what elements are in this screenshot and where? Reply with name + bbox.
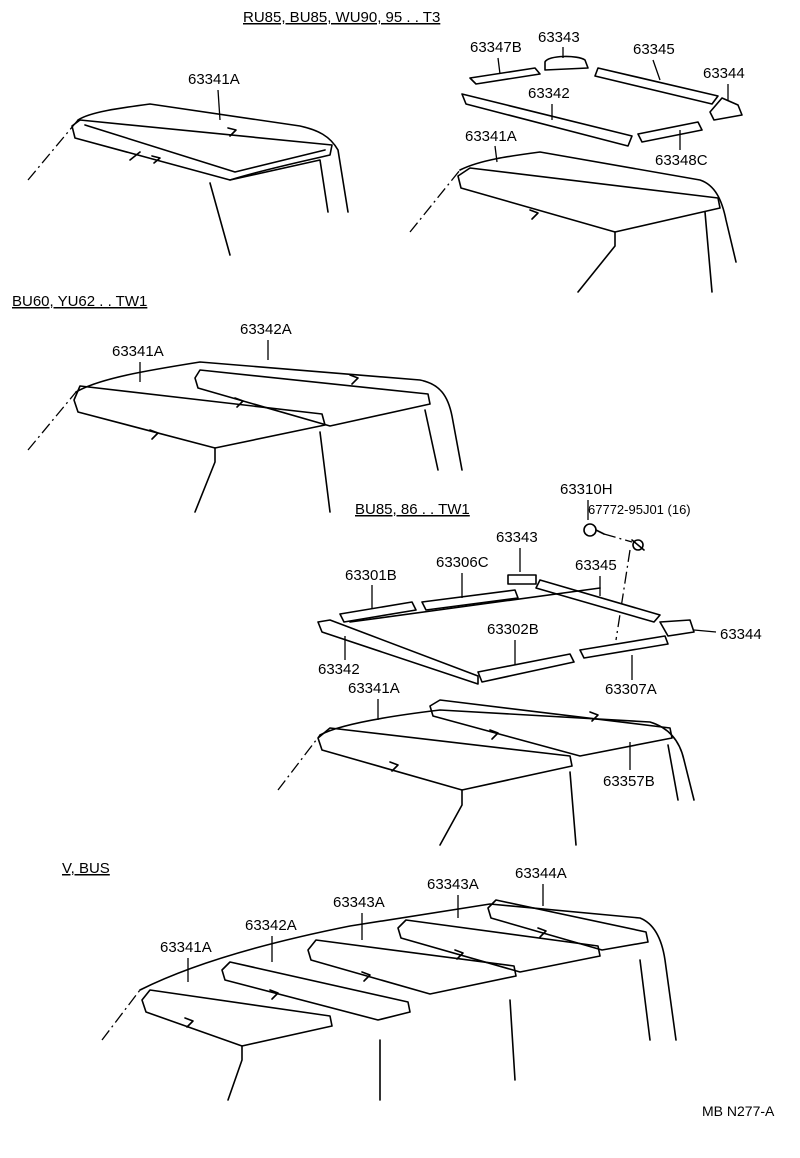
label-63343A-1: 63343A bbox=[427, 876, 479, 893]
clip-icon bbox=[631, 539, 645, 551]
label-63344-s3: 63344 bbox=[720, 626, 762, 643]
label-63345-s3: 63345 bbox=[575, 557, 617, 574]
section-1-header: RU85, BU85, WU90, 95 . . T3 bbox=[243, 9, 440, 26]
connector-line bbox=[603, 533, 633, 543]
leader-line bbox=[494, 145, 498, 163]
label-63341A-s3: 63341A bbox=[348, 680, 400, 697]
label-63347B: 63347B bbox=[470, 39, 522, 56]
label-63342A-s4: 63342A bbox=[245, 917, 297, 934]
section-4-header: V, BUS bbox=[62, 860, 110, 877]
label-63302B: 63302B bbox=[487, 621, 539, 638]
label-63301B: 63301B bbox=[345, 567, 397, 584]
label-63310H: 63310H bbox=[560, 481, 613, 498]
leader-line bbox=[217, 89, 221, 121]
label-63342-s1: 63342 bbox=[528, 85, 570, 102]
label-63341A-s1: 63341A bbox=[188, 71, 240, 88]
label-63343-s3: 63343 bbox=[496, 529, 538, 546]
label-63357B: 63357B bbox=[603, 773, 655, 790]
section-1-right-exploded bbox=[409, 55, 743, 293]
section-3-header: BU85, 86 . . TW1 bbox=[355, 501, 470, 518]
section-3-roof bbox=[277, 699, 695, 846]
section-4-roof bbox=[101, 899, 677, 1101]
section-1-left-roof bbox=[27, 103, 349, 256]
label-63341A-s2: 63341A bbox=[112, 343, 164, 360]
diagram-code: MB N277-A bbox=[702, 1103, 775, 1119]
label-63343-s1: 63343 bbox=[538, 29, 580, 46]
label-63306C: 63306C bbox=[436, 554, 489, 571]
leader-line bbox=[652, 59, 661, 81]
section-3-exploded-parts bbox=[317, 574, 695, 685]
section-2-header: BU60, YU62 . . TW1 bbox=[12, 293, 147, 310]
label-63348C: 63348C bbox=[655, 152, 708, 169]
label-63307A: 63307A bbox=[605, 681, 657, 698]
connector-line bbox=[615, 549, 631, 641]
label-67772-95J01: 67772-95J01 (16) bbox=[588, 502, 691, 517]
label-63345-s1: 63345 bbox=[633, 41, 675, 58]
label-63342A-s2: 63342A bbox=[240, 321, 292, 338]
section-2-roof bbox=[27, 361, 463, 513]
label-63342-s3: 63342 bbox=[318, 661, 360, 678]
rivet-icon bbox=[583, 523, 605, 537]
label-63344-s1: 63344 bbox=[703, 65, 745, 82]
label-63343A-2: 63343A bbox=[333, 894, 385, 911]
label-63344A: 63344A bbox=[515, 865, 567, 882]
leader-line bbox=[693, 629, 717, 633]
label-63341A-s4: 63341A bbox=[160, 939, 212, 956]
leader-line bbox=[497, 57, 501, 75]
label-63341A-s1-right: 63341A bbox=[465, 128, 517, 145]
